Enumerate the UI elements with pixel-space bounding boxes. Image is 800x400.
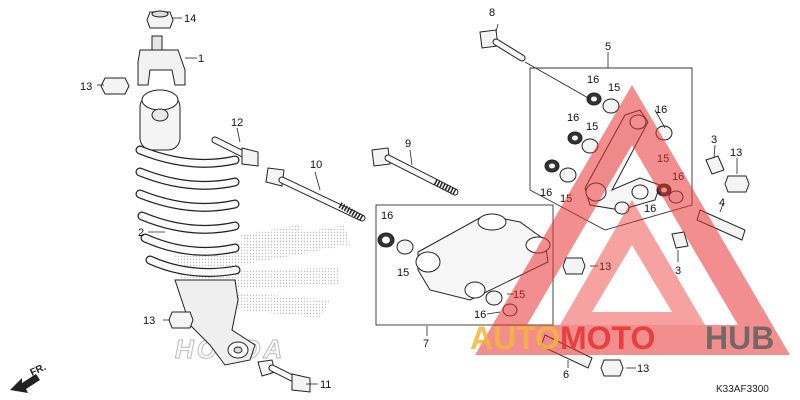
watermark-moto: MOTO [560, 320, 655, 356]
bolt-12 [211, 136, 259, 167]
callout-16d: 16 [540, 187, 552, 199]
bolt-9 [371, 147, 459, 196]
bolt-11 [257, 359, 311, 393]
upper-nut [146, 10, 174, 29]
callout-6: 6 [563, 369, 569, 381]
callout-1: 1 [198, 53, 204, 65]
nut-lower-left [168, 311, 194, 329]
callout-4: 4 [719, 197, 725, 209]
callout-3a: 3 [711, 134, 717, 146]
callout-14: 14 [184, 13, 196, 25]
group-box-5 [529, 67, 693, 231]
callout-13d: 13 [599, 261, 611, 273]
callout-8: 8 [489, 7, 495, 19]
bolt-10 [265, 167, 366, 222]
callout-15a: 15 [608, 82, 620, 94]
upper-mount-bracket [137, 35, 186, 86]
callout-9: 9 [405, 138, 411, 150]
diagram-code: K33AF3300 [716, 384, 769, 395]
callout-numbers: 14 1 13 2 12 10 9 13 11 8 5 16 15 16 16 … [80, 7, 742, 391]
callout-7: 7 [423, 338, 429, 350]
callout-16g: 16 [381, 210, 393, 222]
nut-13-center [562, 257, 586, 275]
callout-16c: 16 [567, 112, 579, 124]
nut-13-bottom [600, 359, 624, 377]
callout-5: 5 [605, 41, 611, 53]
callout-10: 10 [310, 159, 322, 171]
callout-16b: 16 [655, 104, 667, 116]
callout-13a: 13 [80, 81, 92, 93]
leader-lines [97, 17, 738, 385]
rear-shock-absorber [135, 89, 256, 366]
callout-13c: 13 [730, 147, 742, 159]
front-direction-label: FR. [29, 362, 48, 379]
nut-13-right [724, 175, 750, 193]
callout-2: 2 [138, 227, 144, 239]
callout-16a: 16 [587, 74, 599, 86]
callout-3b: 3 [675, 265, 681, 277]
callout-13e: 13 [637, 363, 649, 375]
collar-3-upper [705, 155, 725, 175]
callout-11: 11 [320, 379, 331, 391]
callout-15b: 15 [586, 121, 598, 133]
cushion-arm [415, 213, 551, 301]
front-direction-arrow: FR. [10, 362, 48, 393]
bolt-8 [479, 29, 526, 62]
spring-coil [135, 145, 241, 277]
nut-upper-left [100, 77, 130, 95]
callout-12: 12 [231, 117, 243, 129]
callout-15e: 15 [397, 267, 409, 279]
automotohub-watermark: AUTO MOTO HUB [470, 85, 790, 356]
callout-13b: 13 [143, 315, 155, 327]
watermark-auto: AUTO [470, 320, 560, 356]
callout-16h: 16 [474, 309, 486, 321]
collar-3-lower [671, 231, 689, 249]
callout-16f: 16 [644, 203, 656, 215]
watermark-hub: HUB [705, 320, 774, 356]
